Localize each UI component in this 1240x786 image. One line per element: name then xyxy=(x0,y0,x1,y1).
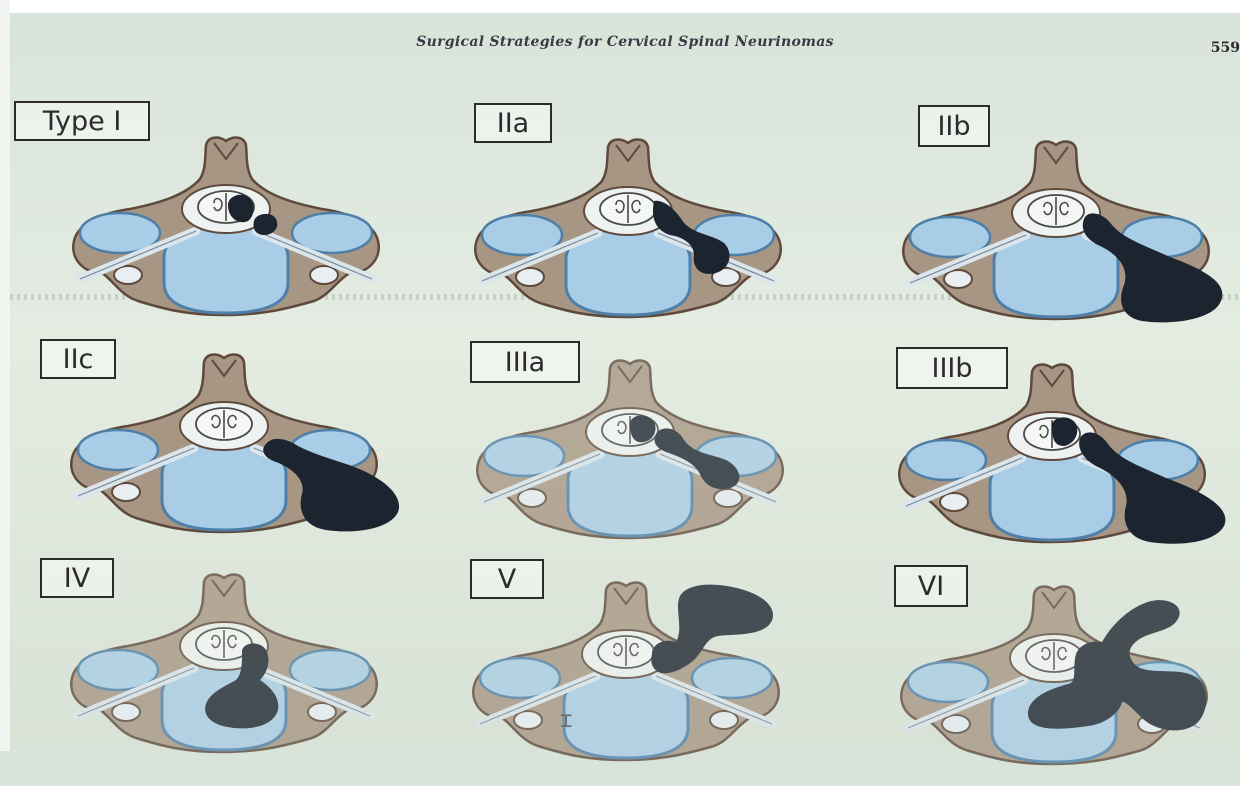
vertebra-diagram-type-4 xyxy=(66,340,386,550)
vertebra-diagram-type-1 xyxy=(68,123,388,333)
vertebra-diagram-type-6 xyxy=(894,350,1214,560)
page-number: 559 xyxy=(1211,40,1240,56)
text-cursor-icon: ⌶ xyxy=(560,708,572,732)
vertebra-diagram-type-7 xyxy=(66,560,386,770)
vertebra-diagram-type-8 xyxy=(468,568,788,778)
screen-top-border xyxy=(0,0,1240,13)
screen-left-border xyxy=(0,0,10,751)
page-title: Surgical Strategies for Cervical Spinal … xyxy=(0,34,1240,50)
vertebra-diagram-type-2 xyxy=(470,125,790,335)
vertebra-diagram-type-3 xyxy=(898,127,1218,337)
vertebra-diagram-type-5 xyxy=(472,346,792,556)
